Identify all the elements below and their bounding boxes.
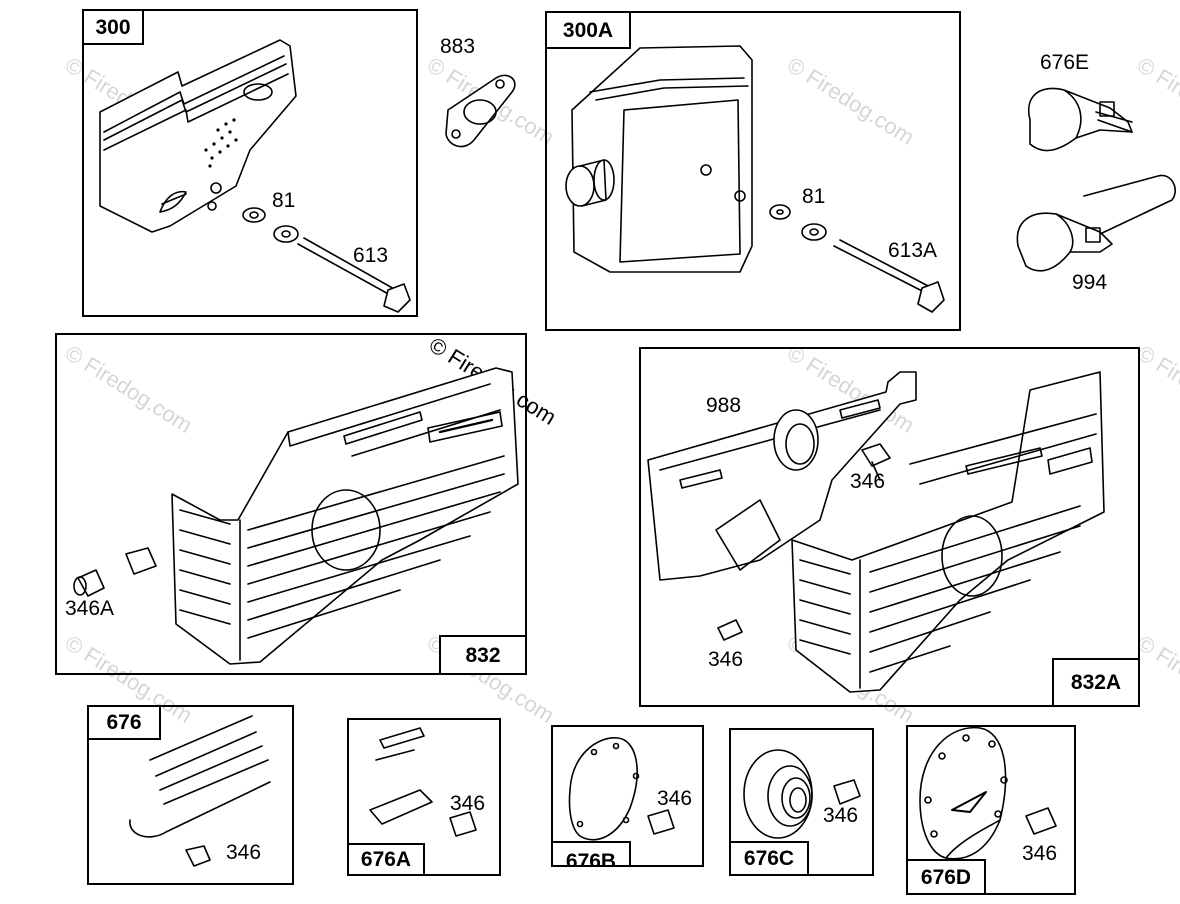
clamp-676E-drawing — [1029, 88, 1132, 150]
clamp-994-drawing — [1017, 175, 1175, 270]
label-81: 81 — [802, 185, 826, 208]
group-676D — [906, 725, 1076, 895]
tag-676: 676 — [87, 705, 161, 740]
label-676E: 676E — [1040, 51, 1090, 74]
watermark: © Firedog.com — [422, 52, 559, 150]
group-300A — [545, 11, 961, 331]
label-346A: 346A — [65, 597, 115, 620]
label-994: 994 — [1072, 271, 1108, 294]
label-346: 346 — [226, 841, 262, 864]
label-883: 883 — [440, 35, 476, 58]
label-613A: 613A — [888, 239, 938, 262]
label-81: 81 — [272, 189, 296, 212]
tag-832: 832 — [439, 635, 527, 675]
group-300 — [82, 9, 418, 317]
label-346: 346 — [708, 648, 744, 671]
watermark: © Firedog.com — [1132, 52, 1180, 150]
tag-676D: 676D — [906, 859, 986, 895]
label-346: 346 — [1022, 842, 1058, 865]
group-676B: 676B — [551, 725, 704, 867]
group-676 — [87, 705, 294, 885]
tag-676B: 676B — [553, 841, 631, 865]
tag-300: 300 — [82, 9, 144, 45]
group-832A — [639, 347, 1140, 707]
group-832 — [55, 333, 527, 675]
label-346: 346 — [823, 804, 859, 827]
tag-300A: 300A — [545, 11, 631, 49]
tag-676A: 676A — [347, 843, 425, 876]
label-346: 346 — [450, 792, 486, 815]
label-346: 346 — [850, 470, 886, 493]
label-613: 613 — [353, 244, 389, 267]
tag-676C: 676C — [729, 841, 809, 876]
tag-832A: 832A — [1052, 658, 1140, 707]
label-988: 988 — [706, 394, 742, 417]
label-346: 346 — [657, 787, 693, 810]
